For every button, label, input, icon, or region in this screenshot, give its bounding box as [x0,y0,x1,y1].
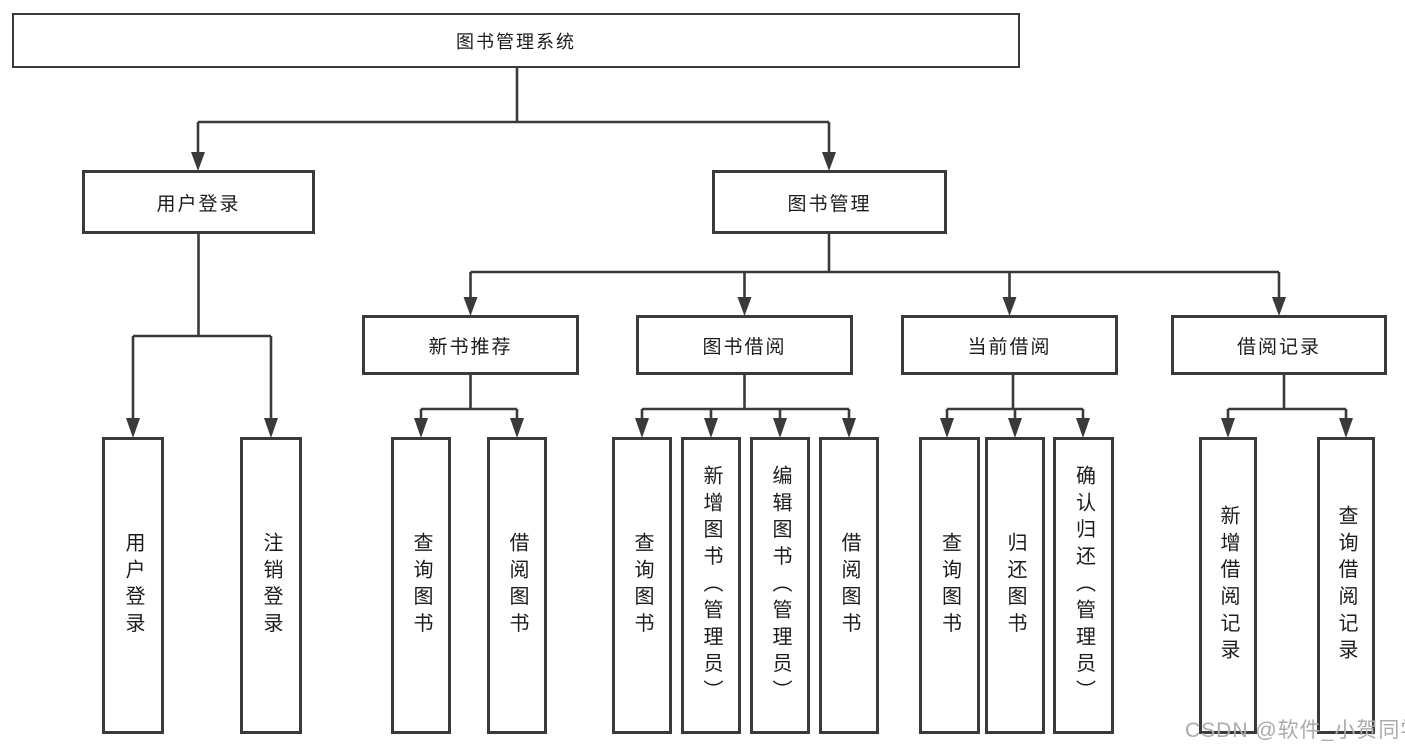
node-borrow-record: 借阅记录 [1171,315,1387,375]
node-user-login: 用户登录 [82,170,315,234]
leaf-logout-login: 注销登录 [240,437,302,734]
leaf-borrow-add-book-admin: 新增图书（管理员） [681,437,741,734]
leaf-current-query-book: 查询图书 [919,437,980,734]
node-book-management: 图书管理 [712,170,947,234]
arrowheads [126,152,1353,438]
leaf-borrow-query-book: 查询图书 [612,437,672,734]
connector-record-branch [1226,375,1348,420]
leaf-recommend-query-book: 查询图书 [391,437,451,734]
connector-strokes [131,68,1348,420]
connector-root-to-level2 [196,68,831,154]
csdn-watermark: CSDN @软件_小贺同学 [1185,719,1405,742]
leaf-record-add-borrow-record: 新增借阅记录 [1199,437,1257,734]
node-book-borrow: 图书借阅 [636,315,853,375]
leaf-borrow-borrow-book: 借阅图书 [819,437,879,734]
connector-userlogin-branch [131,234,273,420]
node-current-borrow: 当前借阅 [901,315,1118,375]
leaf-record-query-borrow-record: 查询借阅记录 [1317,437,1375,734]
connector-current-branch [945,375,1085,420]
connector-borrow-branch [640,375,851,420]
node-new-book-recommend: 新书推荐 [362,315,579,375]
leaf-borrow-edit-book-admin: 编辑图书（管理员） [750,437,810,734]
leaf-recommend-borrow-book: 借阅图书 [487,437,547,734]
leaf-current-return-book: 归还图书 [985,437,1045,734]
node-root-system: 图书管理系统 [12,13,1020,68]
connector-bookmgmt-branch [469,234,1281,298]
leaf-user-login: 用户登录 [102,437,164,734]
connector-newbook-branch [419,375,519,420]
leaf-current-confirm-return-admin: 确认归还（管理员） [1053,437,1114,734]
